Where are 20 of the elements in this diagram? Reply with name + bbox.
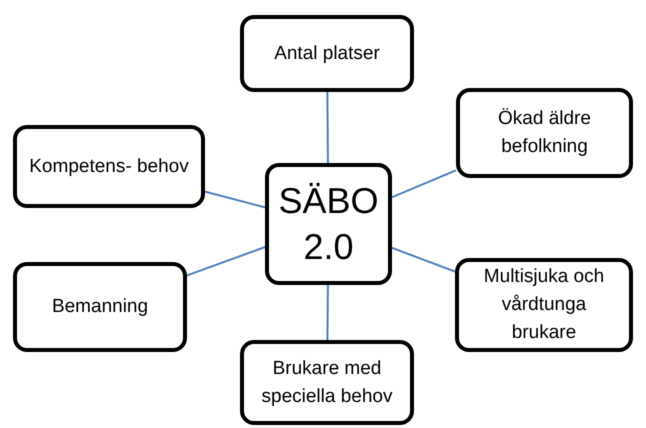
rounded-box <box>13 125 205 208</box>
node-text: Antal platser <box>274 42 380 66</box>
connector-line <box>392 246 456 272</box>
rounded-box <box>265 163 392 285</box>
connector-line <box>392 169 456 198</box>
connector-line <box>186 246 266 276</box>
node-text: Multisjuka och vårdtunga brukare <box>482 265 606 345</box>
node-text: Kompetens- behov <box>29 154 189 178</box>
node-text: SÄBO 2.0 <box>277 179 380 269</box>
node-text: Brukare med speciella behov <box>260 356 394 408</box>
rounded-box <box>13 262 187 352</box>
rounded-box <box>455 258 633 352</box>
connector-line <box>326 284 329 340</box>
connector-line <box>204 190 266 208</box>
rounded-box <box>240 340 414 425</box>
connector-line <box>326 92 329 164</box>
node-text: Bemanning <box>52 295 148 319</box>
rounded-box <box>240 15 414 92</box>
rounded-box <box>456 88 633 178</box>
node-text: Ökad äldre befolkning <box>497 107 592 159</box>
